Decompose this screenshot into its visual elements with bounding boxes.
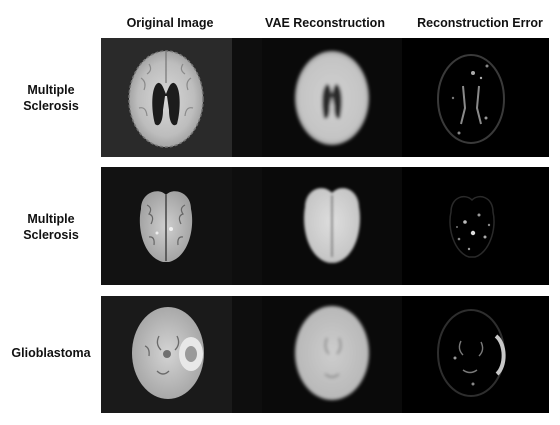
row-label-1: Multiple Sclerosis — [10, 82, 92, 114]
row-3-error-map — [437, 309, 506, 397]
row-2-error-map — [449, 196, 495, 258]
row-label-3: Glioblastoma — [10, 345, 92, 361]
row-1-error-map — [437, 54, 505, 144]
row-1-original-brain — [128, 50, 204, 148]
row-label-2-line-2: Sclerosis — [23, 228, 79, 242]
row-3-vae-brain — [295, 306, 369, 400]
row-label-2-line-1: Multiple — [27, 212, 75, 226]
row-label-3-line-1: Glioblastoma — [11, 346, 91, 360]
row-1-images — [128, 50, 505, 148]
row-2-gap — [232, 167, 262, 285]
column-header-vae-reconstruction: VAE Reconstruction — [265, 16, 385, 30]
image-row-3 — [101, 296, 549, 413]
row-2-original-brain — [139, 191, 193, 262]
row-label-1-line-2: Sclerosis — [23, 99, 79, 113]
column-header-original: Original Image — [126, 16, 214, 30]
row-2-vae-brain — [304, 188, 360, 263]
row-3-error-cell — [402, 296, 549, 413]
row-1-error-cell — [402, 38, 549, 157]
row-3-gap — [232, 296, 262, 413]
row-1-vae-brain — [295, 51, 369, 145]
row-2-images — [139, 188, 495, 263]
row-label-2: Multiple Sclerosis — [10, 211, 92, 243]
column-header-reconstruction-error: Reconstruction Error — [417, 16, 543, 30]
row-2-error-cell — [402, 167, 549, 285]
row-3-original-brain — [132, 307, 204, 399]
row-1-gap — [232, 38, 262, 157]
row-3-images — [132, 306, 506, 400]
row-label-1-line-1: Multiple — [27, 83, 75, 97]
image-row-1 — [101, 38, 549, 157]
image-row-2 — [101, 167, 549, 285]
